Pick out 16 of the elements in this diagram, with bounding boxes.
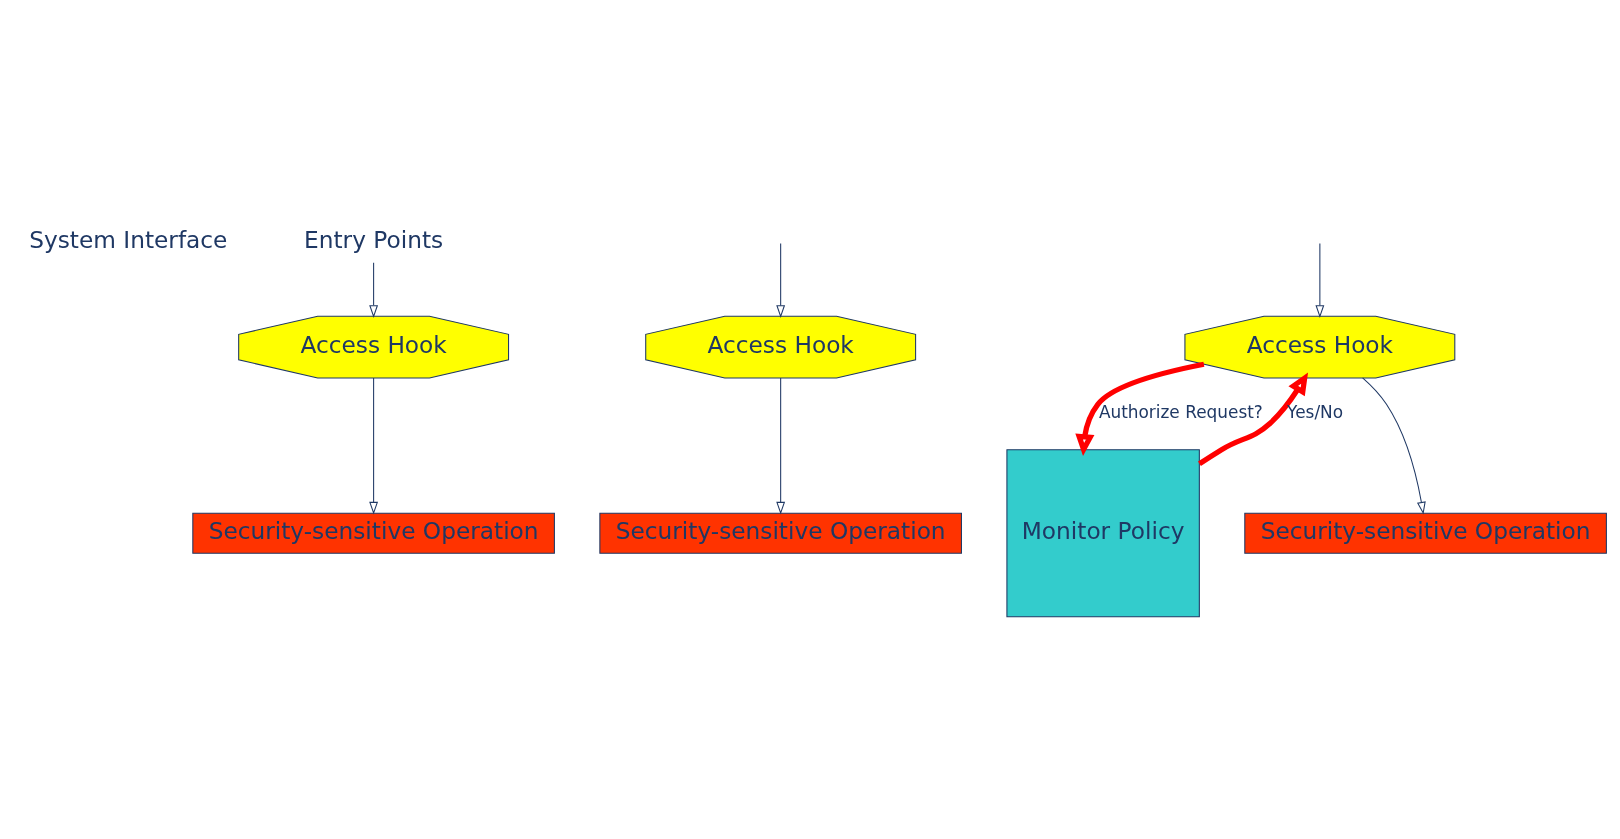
node-box: Monitor Policy	[1006, 449, 1200, 618]
arrow	[369, 377, 379, 515]
arrow	[1075, 361, 1205, 457]
node-box: Security-sensitive Operation	[1244, 512, 1607, 554]
arrow	[369, 262, 379, 318]
node-text: Entry Points	[304, 226, 444, 254]
arrow	[1198, 372, 1309, 466]
arrow	[1315, 242, 1325, 318]
node-box: Security-sensitive Operation	[192, 512, 555, 554]
edge-label: Yes/No	[1287, 401, 1344, 422]
label: System Interface	[29, 226, 228, 254]
edge-label: Authorize Request?	[1098, 401, 1263, 422]
arrow	[776, 242, 786, 318]
node-box: Security-sensitive Operation	[599, 512, 962, 554]
arrow	[776, 377, 786, 515]
arrow	[1362, 377, 1426, 515]
